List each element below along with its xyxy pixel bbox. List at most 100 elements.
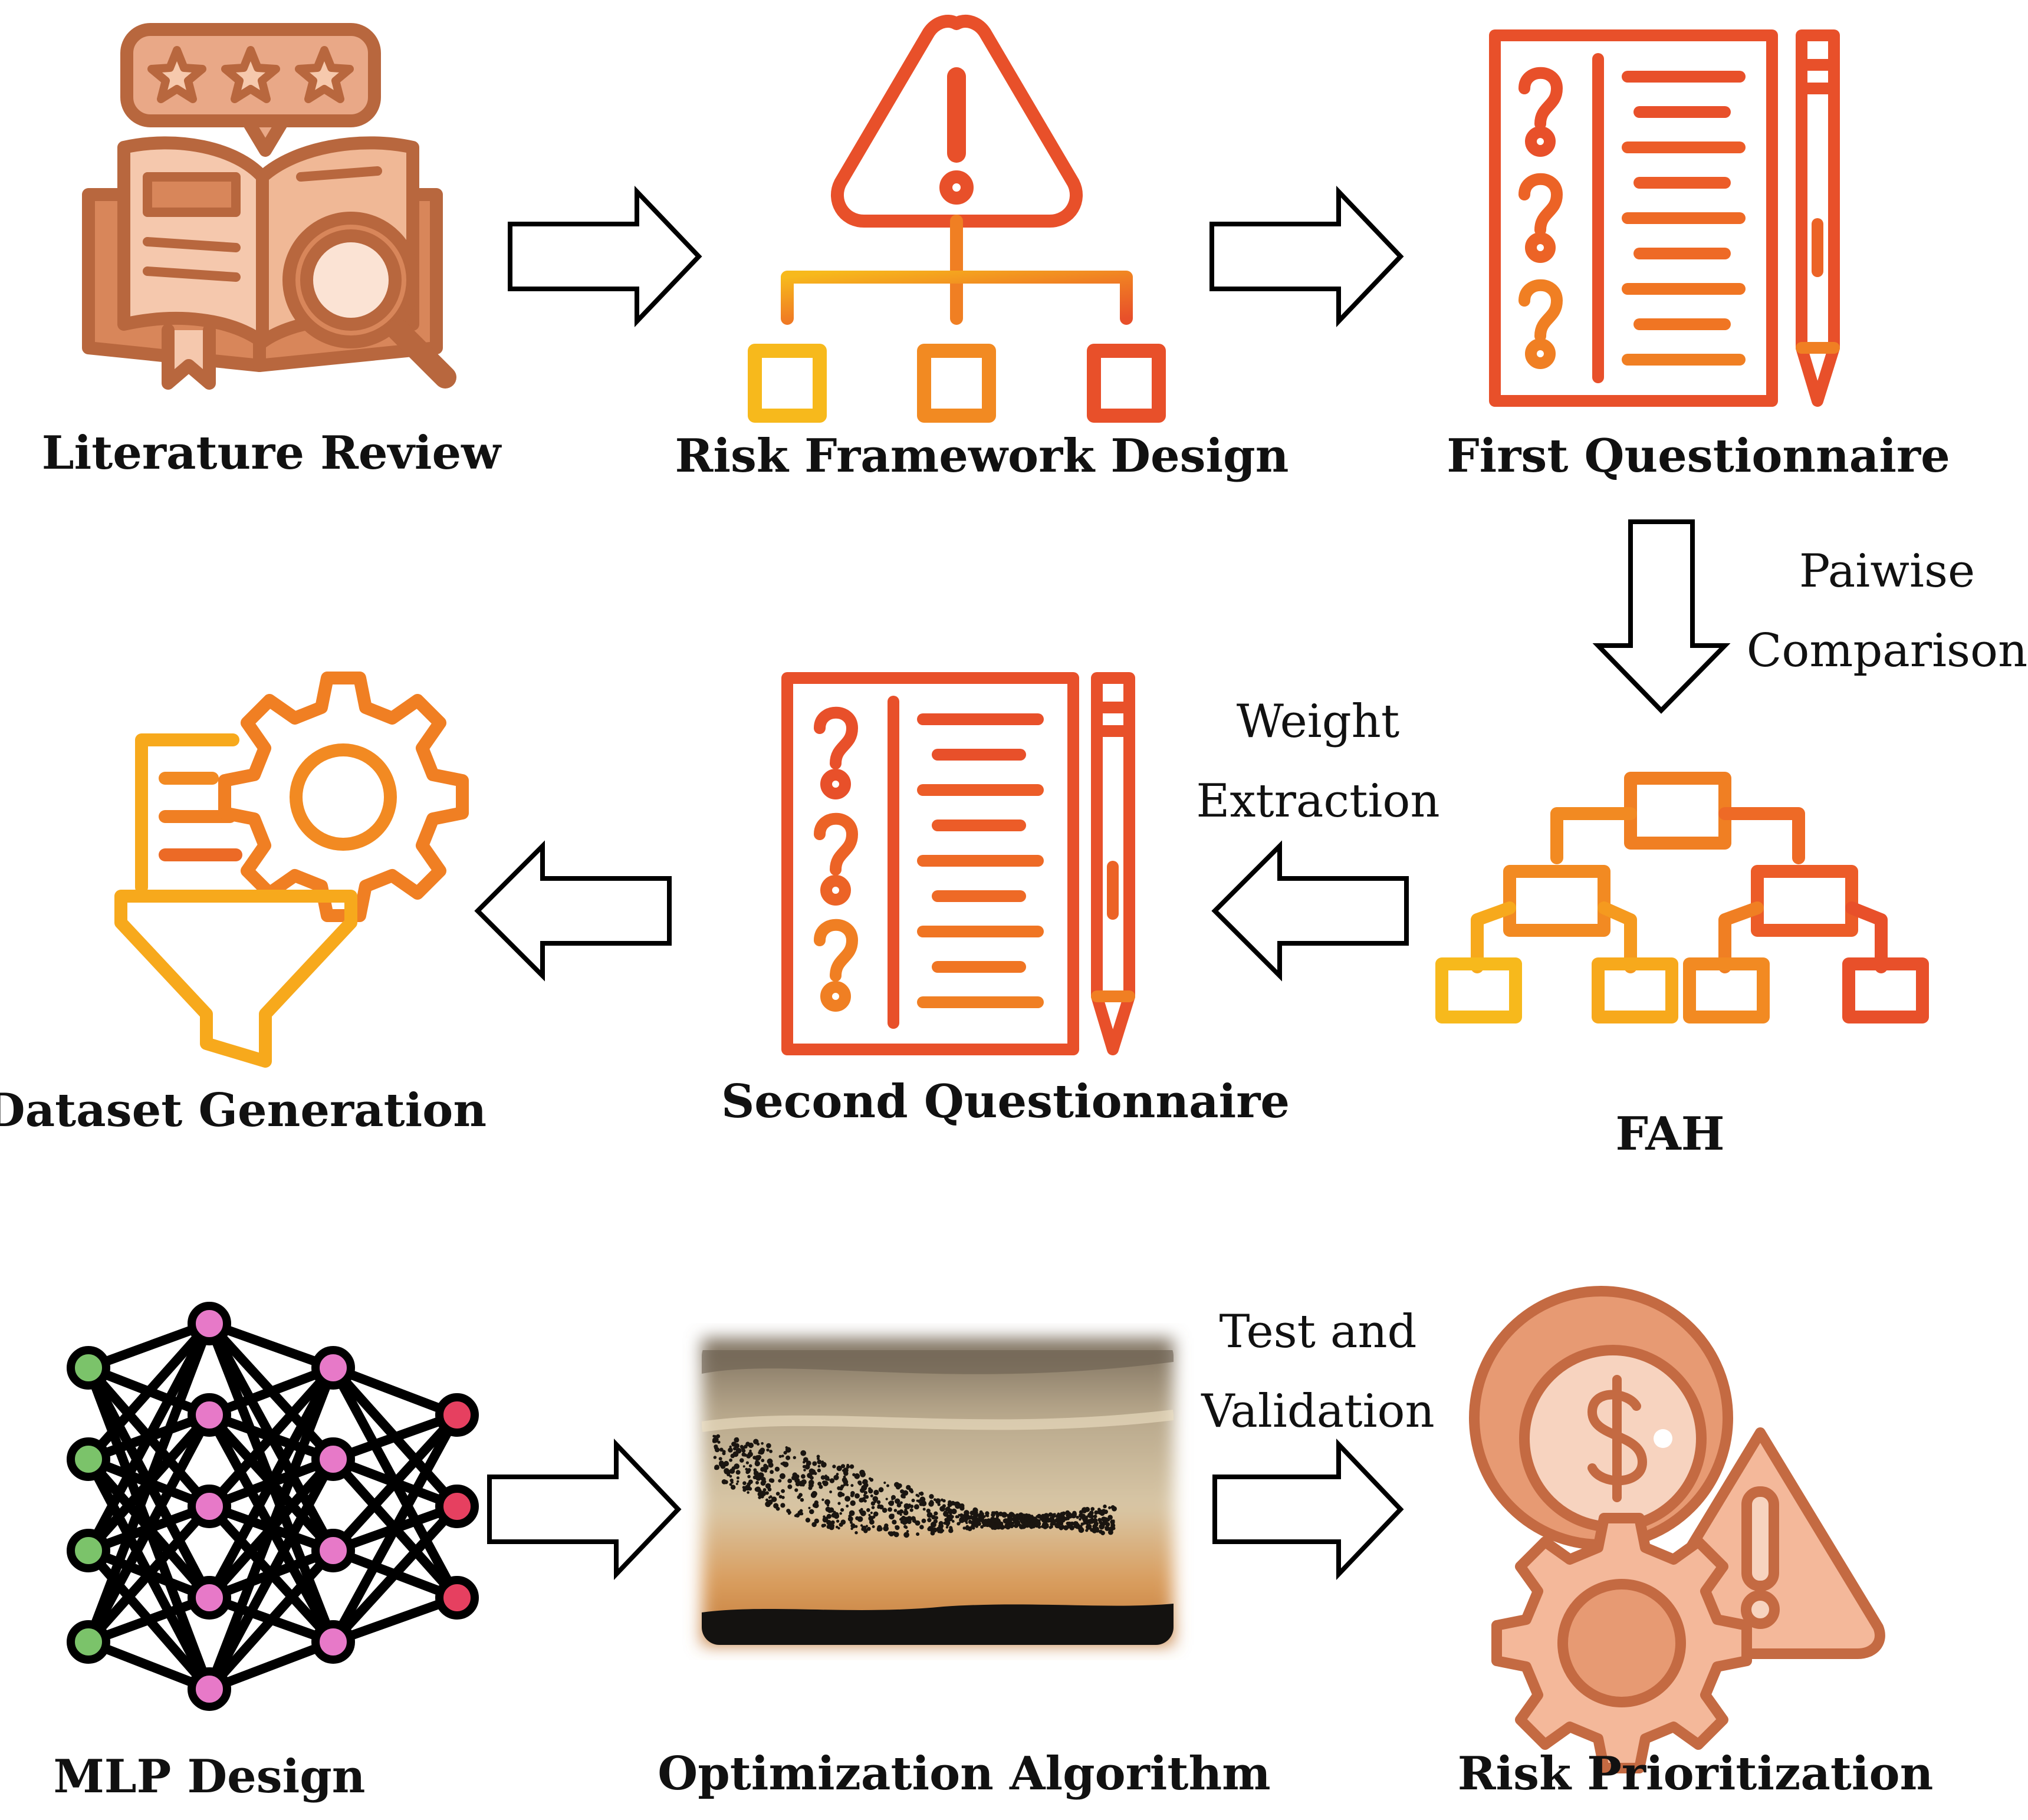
bird xyxy=(794,1488,798,1492)
bird xyxy=(895,1525,898,1528)
bird xyxy=(755,1480,759,1485)
bird xyxy=(863,1494,866,1497)
bird xyxy=(805,1518,810,1523)
bird xyxy=(739,1458,744,1463)
bird xyxy=(785,1455,791,1460)
bird xyxy=(781,1454,784,1458)
bird xyxy=(891,1498,894,1500)
bird xyxy=(863,1499,867,1503)
bird xyxy=(729,1445,732,1449)
bird xyxy=(763,1480,767,1483)
bird-flock-photo xyxy=(702,1338,1174,1645)
bird xyxy=(975,1525,979,1528)
bird xyxy=(821,1523,826,1528)
bird xyxy=(731,1485,736,1490)
bird xyxy=(831,1512,837,1518)
bird xyxy=(962,1526,966,1530)
bird xyxy=(802,1464,806,1469)
bird xyxy=(906,1530,909,1533)
bird xyxy=(720,1463,726,1469)
bird xyxy=(821,1462,827,1468)
bird xyxy=(843,1483,846,1486)
bird xyxy=(830,1525,833,1528)
bird xyxy=(800,1512,804,1516)
bird xyxy=(1076,1515,1079,1519)
bird xyxy=(770,1470,774,1475)
bird xyxy=(840,1464,846,1469)
bird xyxy=(811,1490,817,1497)
bird xyxy=(899,1513,902,1516)
bird xyxy=(1112,1519,1115,1522)
bird xyxy=(991,1512,995,1518)
book-magnifier-rating-icon xyxy=(82,23,456,390)
bird xyxy=(778,1454,782,1458)
bird xyxy=(942,1529,945,1532)
bird xyxy=(1059,1513,1065,1519)
bird xyxy=(1024,1521,1030,1528)
bird xyxy=(1068,1513,1073,1519)
bird xyxy=(817,1464,821,1468)
bird xyxy=(1110,1505,1115,1509)
bird xyxy=(1064,1516,1069,1521)
network-edge xyxy=(205,1637,338,1694)
network-edge xyxy=(205,1363,338,1602)
bird xyxy=(795,1482,800,1487)
bird xyxy=(876,1526,882,1532)
bird xyxy=(806,1460,811,1466)
bird xyxy=(964,1510,969,1516)
bird xyxy=(747,1475,751,1479)
bird xyxy=(1010,1513,1013,1516)
bird xyxy=(765,1491,769,1495)
bird xyxy=(906,1485,911,1490)
bird xyxy=(919,1525,924,1529)
network-node xyxy=(67,1346,110,1390)
bird xyxy=(741,1449,746,1453)
bird xyxy=(921,1518,926,1523)
bird xyxy=(850,1491,855,1496)
bird xyxy=(916,1532,920,1536)
bird xyxy=(795,1474,800,1479)
bird xyxy=(767,1487,772,1492)
bird xyxy=(968,1519,972,1523)
network-node xyxy=(67,1437,110,1481)
bird xyxy=(793,1456,797,1459)
bird xyxy=(787,1484,793,1489)
bird xyxy=(757,1454,762,1460)
bird xyxy=(911,1499,915,1502)
bird xyxy=(866,1526,871,1531)
bird xyxy=(1107,1529,1113,1535)
bird xyxy=(977,1521,981,1526)
bird xyxy=(771,1496,777,1502)
bird xyxy=(913,1504,919,1510)
bird xyxy=(1068,1522,1072,1526)
bird xyxy=(722,1452,725,1455)
bird xyxy=(766,1443,771,1449)
bird xyxy=(1066,1525,1070,1529)
questionnaire-pencil-icon xyxy=(1489,29,1840,407)
bird xyxy=(814,1472,817,1475)
bird xyxy=(847,1516,853,1522)
bird xyxy=(1099,1510,1105,1516)
bird xyxy=(928,1526,933,1531)
bird xyxy=(907,1519,912,1524)
network-edge xyxy=(84,1319,214,1555)
bird xyxy=(860,1508,863,1511)
network-node xyxy=(188,1576,231,1620)
bird xyxy=(734,1463,739,1469)
warning-hierarchy-icon xyxy=(748,15,1166,423)
bird xyxy=(761,1442,764,1445)
bird xyxy=(1024,1516,1029,1521)
network-node xyxy=(67,1620,110,1664)
step-label-mlp-design: MLP Design xyxy=(53,1750,365,1803)
bird xyxy=(946,1506,951,1510)
bird xyxy=(910,1505,914,1509)
bird xyxy=(735,1482,738,1485)
bird xyxy=(922,1508,926,1511)
bird xyxy=(1103,1504,1107,1509)
bird xyxy=(1093,1514,1097,1519)
bird xyxy=(850,1523,856,1528)
bird xyxy=(904,1508,908,1512)
bird xyxy=(915,1521,919,1525)
bird xyxy=(903,1519,908,1525)
network-edge xyxy=(84,1410,214,1647)
